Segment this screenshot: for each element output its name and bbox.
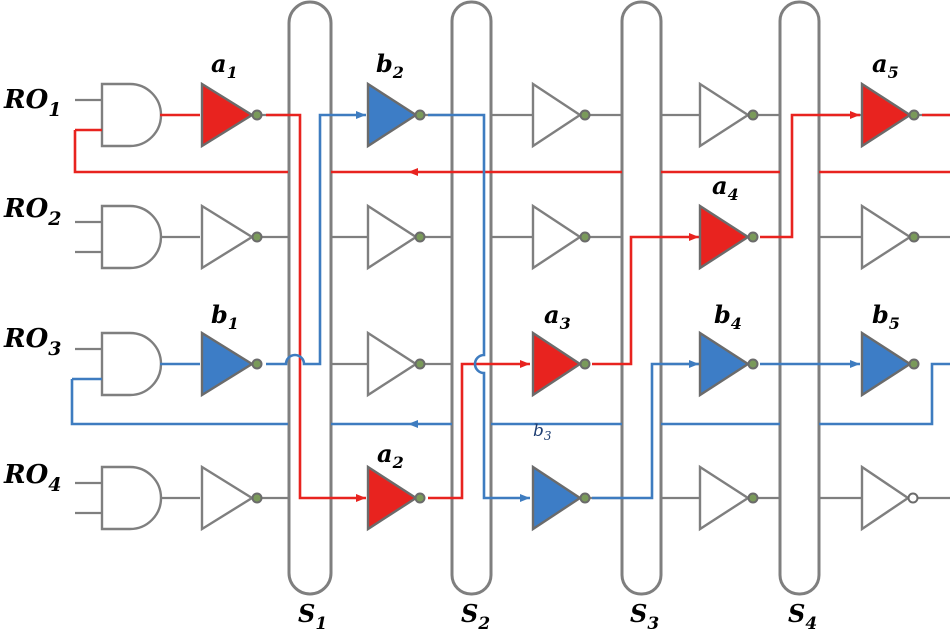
switch-label-s1: S1 <box>298 599 327 631</box>
inverter-row4-c4 <box>698 464 759 532</box>
row-label-ro1: RO1 <box>3 85 62 121</box>
row-label-ro3: RO3 <box>3 324 62 360</box>
inverter-a4 <box>698 203 759 271</box>
and-gate-row3 <box>100 331 163 397</box>
inverter-b5 <box>860 330 920 398</box>
label-a1: a1 <box>211 49 238 82</box>
switch-label-s2: S2 <box>461 599 490 631</box>
annotation-b3: b3 <box>533 421 552 443</box>
label-a5: a5 <box>872 49 899 82</box>
switch-label-s4: S4 <box>788 599 817 631</box>
label-a4: a4 <box>712 171 739 204</box>
row-label-ro4: RO4 <box>3 460 62 496</box>
inverter-b1 <box>200 330 263 398</box>
switch-box-s1 <box>287 0 333 596</box>
label-b4: b4 <box>714 300 742 333</box>
and-gates <box>100 82 163 531</box>
inverters <box>200 81 920 532</box>
switch-box-s4 <box>778 0 821 596</box>
and-gate-row4 <box>100 465 163 531</box>
label-a3: a3 <box>544 300 571 333</box>
label-b5: b5 <box>872 300 900 333</box>
and-gate-row1 <box>100 82 163 148</box>
inverter-row1-s3 <box>531 81 591 149</box>
inverter-b2 <box>366 81 426 149</box>
inverter-labels: a1 b2 a5 a4 b1 a3 b4 b5 a2 b3 <box>211 49 900 472</box>
row-label-ro2: RO2 <box>3 194 62 230</box>
inverter-a1 <box>200 81 263 149</box>
and-gate-row2 <box>100 204 163 270</box>
inverter-row2-c1 <box>200 203 263 271</box>
label-b2: b2 <box>376 49 404 82</box>
inverter-row2-c3 <box>531 203 591 271</box>
inverter-row4-c1 <box>200 464 263 532</box>
inverter-row4-c5 <box>860 464 919 532</box>
inverter-a5 <box>860 81 920 149</box>
switch-labels: S1 S2 S3 S4 <box>298 599 817 631</box>
inverter-row2-c2 <box>366 203 426 271</box>
switch-label-s3: S3 <box>630 599 659 631</box>
row-labels: RO1 RO2 RO3 RO4 <box>3 85 62 496</box>
switch-box-s3 <box>620 0 663 596</box>
inverter-b4 <box>698 330 759 398</box>
inverter-row1-s4 <box>698 81 759 149</box>
label-a2: a2 <box>377 439 404 472</box>
inverter-row4-c3 <box>531 464 591 532</box>
blue-path <box>70 111 950 502</box>
label-b1: b1 <box>211 300 239 333</box>
row-wiring <box>75 98 950 515</box>
inverter-a3 <box>531 330 591 398</box>
inverter-row2-c5 <box>860 203 920 271</box>
inverter-row3-c2 <box>366 330 426 398</box>
inverter-a2 <box>366 464 426 532</box>
red-path <box>73 111 950 502</box>
